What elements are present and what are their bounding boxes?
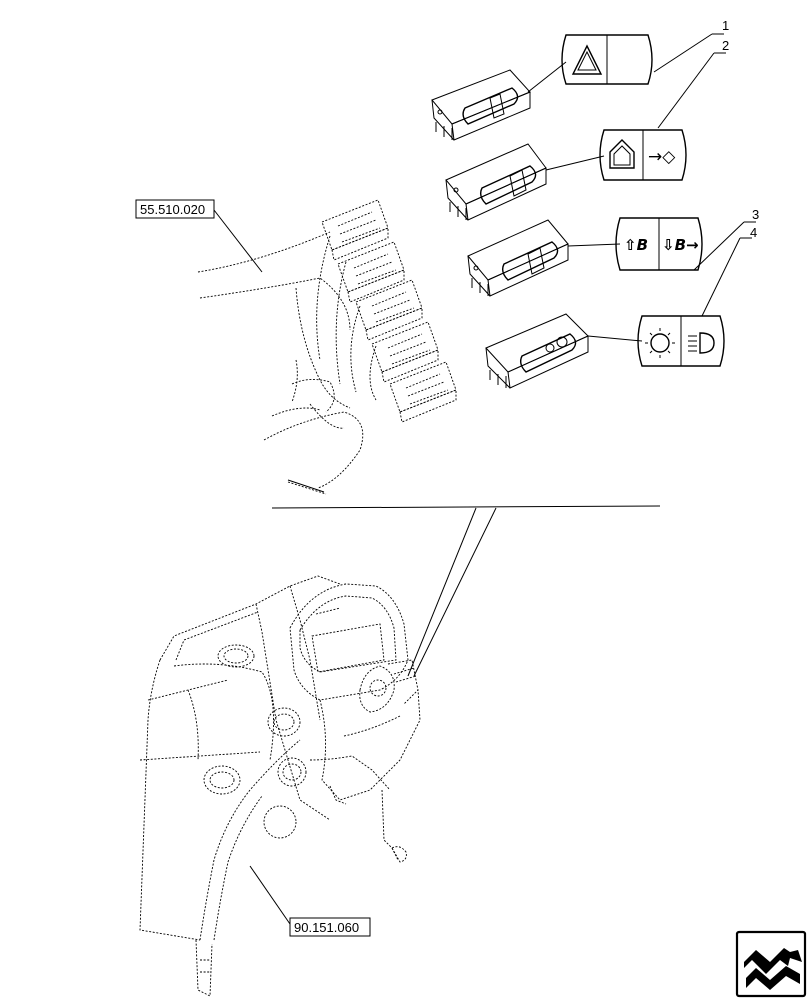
hazard-warning-triangle-icon <box>571 44 603 75</box>
switch-symbol-2: →◇ <box>599 129 687 181</box>
connector-4 <box>371 321 439 383</box>
rocker-switch-4 <box>485 313 589 389</box>
svg-text:55.510.020: 55.510.020 <box>140 202 205 217</box>
reference-90-151-060: 90.151.060 <box>249 865 371 937</box>
page-turn-arrow-icon[interactable] <box>735 930 807 998</box>
rocker-switch-2 <box>445 143 547 221</box>
callout-4: 4 <box>750 225 757 240</box>
rocker-switch-3 <box>467 219 569 297</box>
connector-1 <box>321 199 389 261</box>
callout-2: 2 <box>722 38 729 53</box>
arrow-up-b-icon: ⇧B <box>624 236 648 254</box>
house-icon <box>609 139 635 169</box>
wiring-harness <box>197 231 377 495</box>
callout-1: 1 <box>722 18 729 33</box>
svg-text:90.151.060: 90.151.060 <box>294 920 359 935</box>
headlight-icon <box>688 332 715 354</box>
arrow-diamond-icon: →◇ <box>648 147 676 167</box>
switch-symbol-3: ⇧B ⇩B→ <box>615 217 703 271</box>
rocker-switch-1 <box>431 69 531 141</box>
connector-5 <box>389 361 457 423</box>
harness-connectors <box>321 199 457 423</box>
switch-symbol-1 <box>561 34 653 85</box>
work-light-icon <box>645 328 675 358</box>
detail-lines <box>271 505 661 677</box>
switch-symbol-4 <box>637 315 725 367</box>
dashboard-panel <box>139 575 421 997</box>
arrow-down-b-icon: ⇩B→ <box>662 236 699 254</box>
connector-3 <box>355 279 423 341</box>
connector-2 <box>337 241 405 303</box>
leader-lines <box>527 33 756 342</box>
reference-55-510-020: 55.510.020 <box>135 199 263 273</box>
callout-3: 3 <box>752 207 759 222</box>
